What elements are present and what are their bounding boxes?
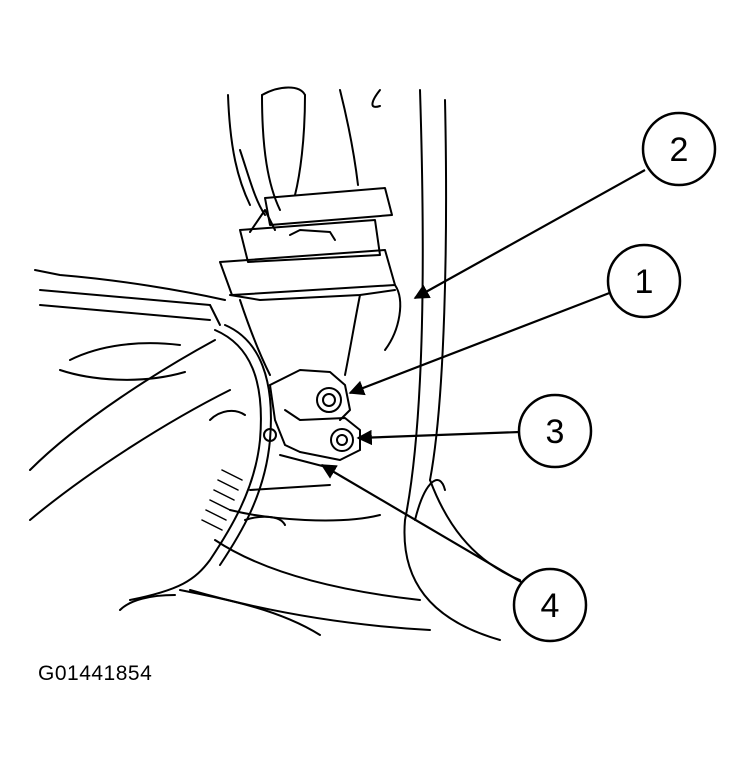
- callout-3: 3: [517, 393, 593, 469]
- leader-line-4: [320, 464, 529, 587]
- figure-id-label: G01441854: [38, 662, 153, 685]
- callout-1: 1: [606, 243, 682, 319]
- leader-line-2: [413, 169, 646, 299]
- cowl-panel: [29, 269, 246, 521]
- mounting-bracket: [263, 369, 361, 469]
- leader-line-3: [356, 429, 521, 446]
- wiring-harness: [129, 324, 321, 636]
- callout-4: 4: [512, 567, 588, 643]
- upper-hoses: [227, 86, 359, 216]
- callout-4-label: 4: [541, 587, 560, 625]
- body-pillar: [371, 89, 521, 641]
- callout-1-label: 1: [635, 263, 654, 301]
- leader-line-1: [348, 290, 613, 396]
- lower-nut: [330, 428, 354, 452]
- callout-3-label: 3: [546, 413, 565, 451]
- lower-floor: [119, 484, 431, 631]
- callout-2: 2: [641, 111, 717, 187]
- upper-bolt: [316, 387, 342, 413]
- callout-2-label: 2: [670, 131, 689, 169]
- electrical-connector: [219, 187, 402, 376]
